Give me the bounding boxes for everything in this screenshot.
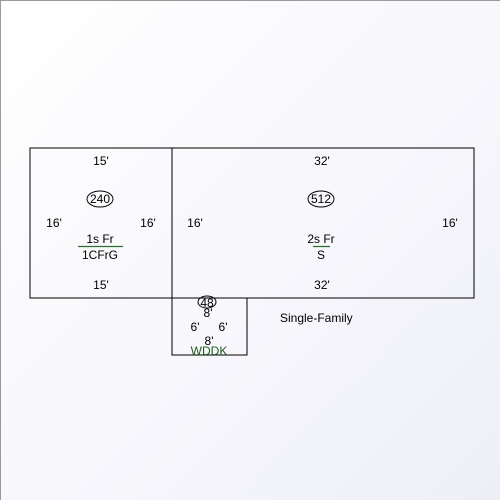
garage-label-bottom: 1CFrG: [82, 248, 118, 262]
deck-area-oval: [197, 295, 217, 309]
garage-area: 240: [90, 192, 110, 206]
deck-dim-right: 6': [219, 320, 228, 334]
deck-dim-left: 6': [191, 320, 200, 334]
deck-dim-top: 8': [204, 306, 213, 320]
house-label-bottom: S: [317, 248, 325, 262]
house-area: 512: [311, 192, 331, 206]
section-deck[interactable]: 48 8' 6' 6' 8' WDDK: [171, 295, 248, 358]
garage-label-top: 1s Fr: [86, 232, 113, 246]
garage-dim-bottom: 15': [93, 278, 109, 292]
house-label-top: 2s Fr: [307, 232, 334, 246]
house-dim-left: 16': [187, 216, 203, 230]
garage-dim-left: 16': [46, 216, 62, 230]
house-dim-right: 16': [442, 216, 458, 230]
deck-area: 48: [200, 296, 214, 310]
garage-area-oval: [86, 190, 114, 208]
deck-label: WDDK: [191, 344, 228, 358]
garage-dim-right: 16': [140, 216, 156, 230]
house-outline: [171, 147, 475, 299]
property-type-label: Single-Family: [280, 311, 353, 325]
section-house[interactable]: 32' 32' 16' 16' 512 2s Fr S: [171, 147, 475, 299]
house-dim-bottom: 32': [314, 278, 330, 292]
house-area-oval: [307, 190, 335, 208]
garage-dim-top: 15': [93, 154, 109, 168]
deck-dim-bottom: 8': [205, 334, 214, 348]
deck-outline: [171, 297, 248, 356]
section-garage[interactable]: 15' 15' 16' 16' 240 1s Fr 1CFrG: [29, 147, 173, 299]
house-dim-top: 32': [314, 154, 330, 168]
